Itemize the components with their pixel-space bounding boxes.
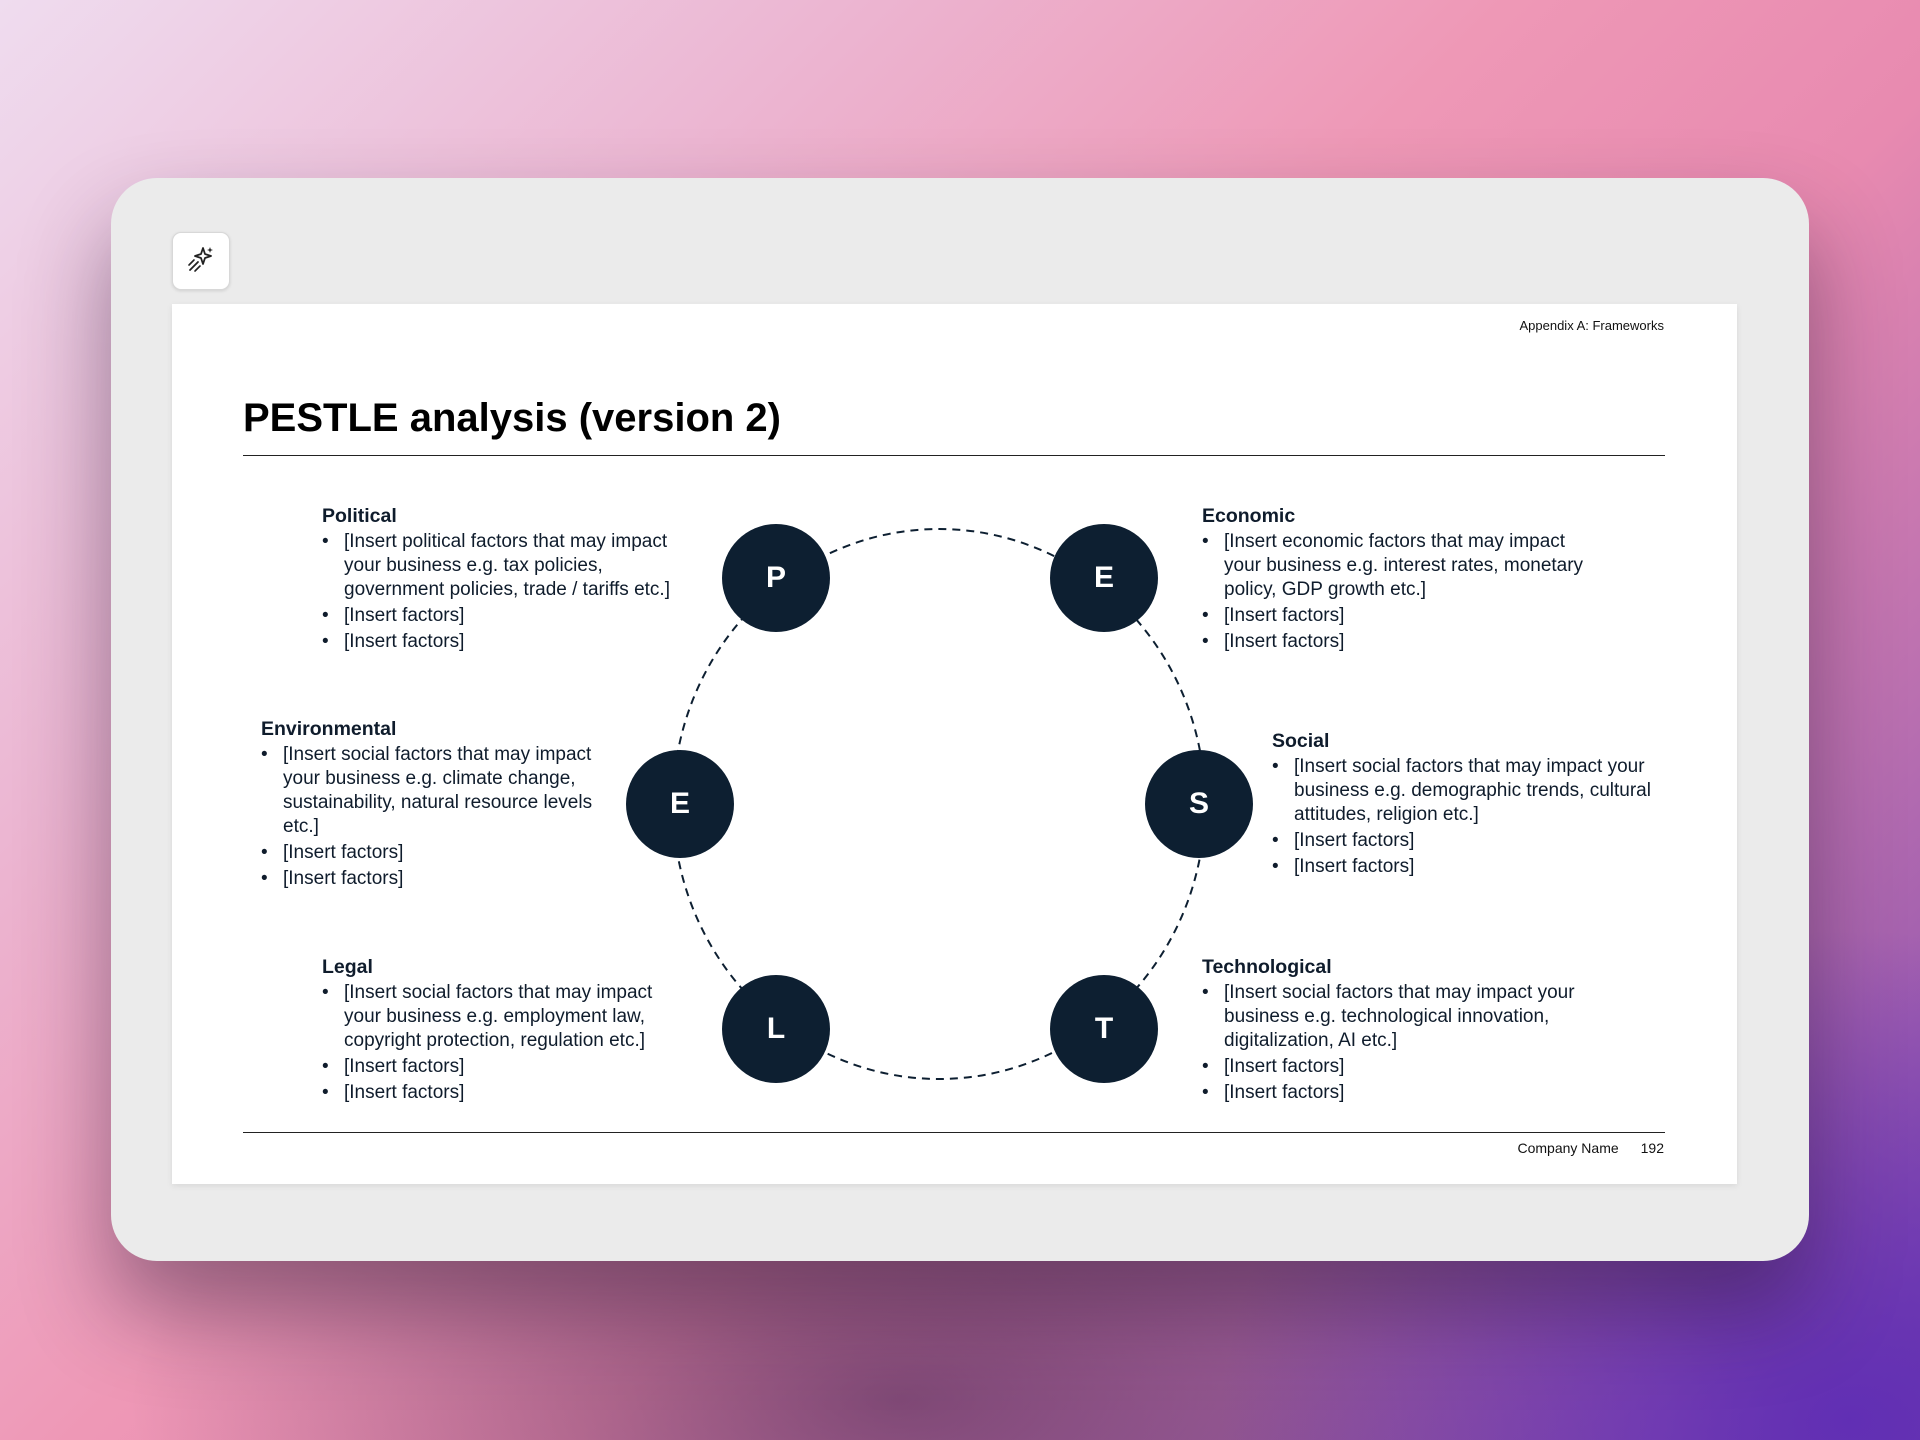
slide-title: PESTLE analysis (version 2) xyxy=(243,396,781,440)
political-section: Political [Insert political factors that… xyxy=(322,504,692,654)
legal-bullet: [Insert factors] xyxy=(322,1055,692,1079)
environmental-bullet: [Insert factors] xyxy=(261,867,611,891)
political-heading: Political xyxy=(322,505,397,527)
slide-section-label: Appendix A: Frameworks xyxy=(1519,318,1664,333)
circle-legal: L xyxy=(722,975,830,1083)
slide-footer: Company Name 192 xyxy=(1517,1140,1664,1156)
economic-section: Economic [Insert economic factors that m… xyxy=(1202,504,1592,654)
technological-heading: Technological xyxy=(1202,956,1332,978)
technological-bullet: [Insert social factors that may impact y… xyxy=(1202,981,1592,1053)
economic-bullet: [Insert factors] xyxy=(1202,630,1592,654)
title-divider xyxy=(243,455,1665,456)
circle-social: S xyxy=(1145,750,1253,858)
circle-technological: T xyxy=(1050,975,1158,1083)
legal-section: Legal [Insert social factors that may im… xyxy=(322,955,692,1105)
legal-bullet: [Insert social factors that may impact y… xyxy=(322,981,692,1053)
slide[interactable]: Appendix A: Frameworks PESTLE analysis (… xyxy=(172,304,1737,1184)
economic-bullet: [Insert factors] xyxy=(1202,604,1592,628)
footer-divider xyxy=(243,1132,1665,1133)
social-bullet: [Insert social factors that may impact y… xyxy=(1272,755,1672,827)
technological-bullet: [Insert factors] xyxy=(1202,1055,1592,1079)
environmental-section: Environmental [Insert social factors tha… xyxy=(261,717,611,891)
economic-bullet: [Insert economic factors that may impact… xyxy=(1202,530,1592,602)
company-name: Company Name xyxy=(1517,1140,1619,1156)
social-bullet: [Insert factors] xyxy=(1272,829,1672,853)
legal-bullet: [Insert factors] xyxy=(322,1081,692,1105)
circle-political: P xyxy=(722,524,830,632)
social-section: Social [Insert social factors that may i… xyxy=(1272,729,1672,879)
political-bullet: [Insert factors] xyxy=(322,630,692,654)
technological-bullet: [Insert factors] xyxy=(1202,1081,1592,1105)
circle-economic: E xyxy=(1050,524,1158,632)
social-bullet: [Insert factors] xyxy=(1272,855,1672,879)
sparkles-wand-icon xyxy=(185,243,217,280)
social-heading: Social xyxy=(1272,730,1330,752)
page-number: 192 xyxy=(1640,1140,1664,1156)
political-bullet: [Insert factors] xyxy=(322,604,692,628)
environmental-heading: Environmental xyxy=(261,718,397,740)
environmental-bullet: [Insert factors] xyxy=(261,841,611,865)
economic-heading: Economic xyxy=(1202,505,1296,527)
technological-section: Technological [Insert social factors tha… xyxy=(1202,955,1592,1105)
environmental-bullet: [Insert social factors that may impact y… xyxy=(261,743,611,839)
circle-environmental: E xyxy=(626,750,734,858)
ai-assist-button[interactable] xyxy=(172,232,230,290)
political-bullet: [Insert political factors that may impac… xyxy=(322,530,692,602)
legal-heading: Legal xyxy=(322,956,373,978)
